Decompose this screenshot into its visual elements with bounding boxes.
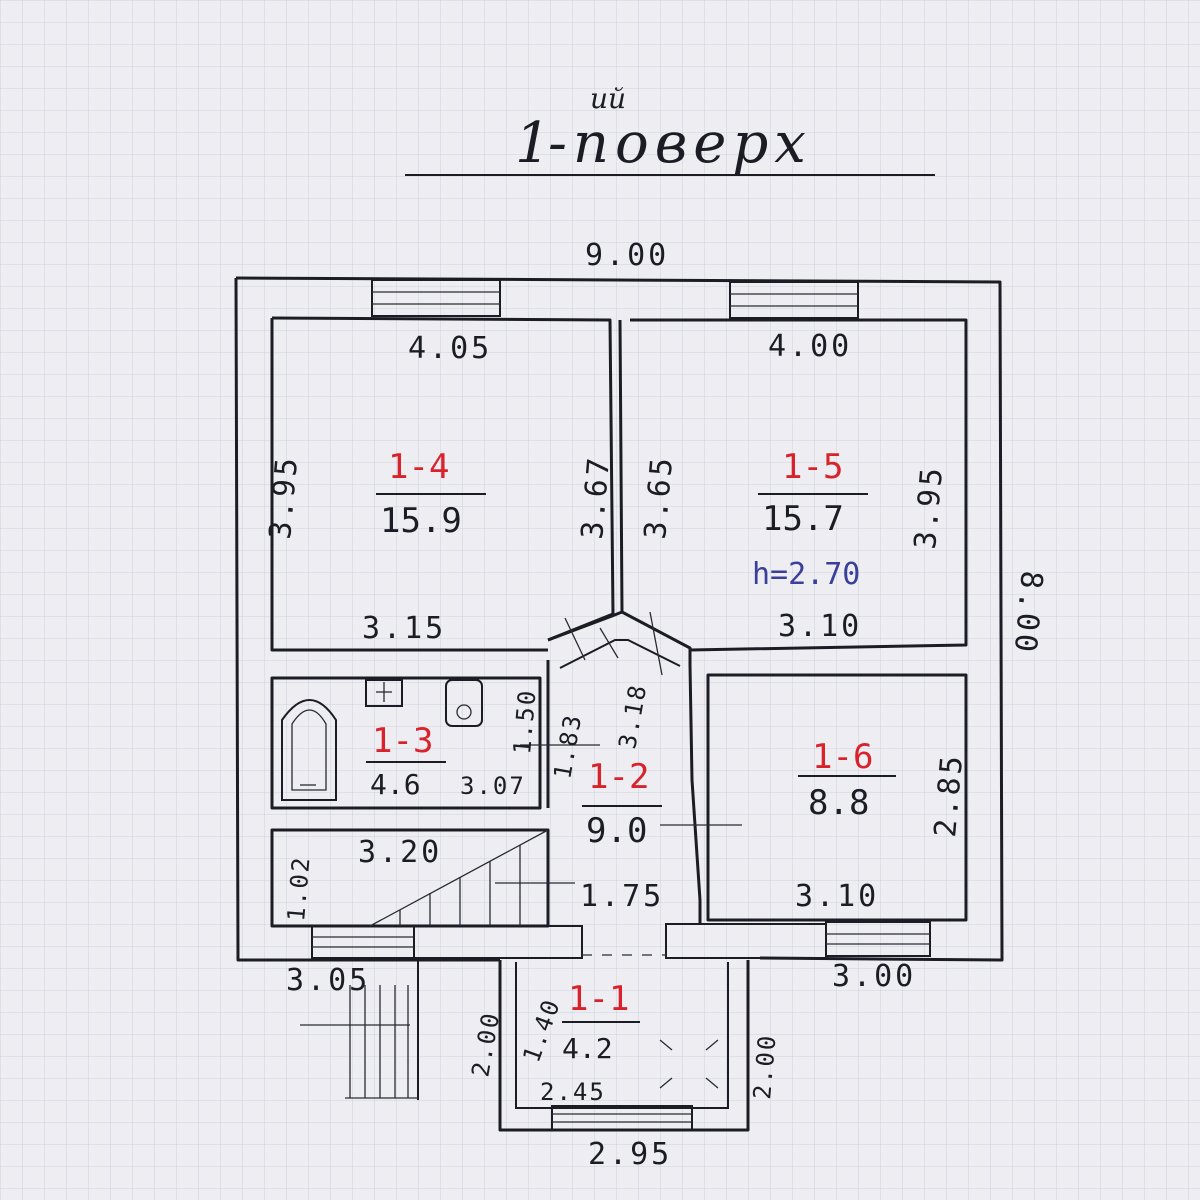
room-1-4-top-dim: 4.05 xyxy=(408,331,492,366)
room-1-3-bottom-dim: 3.07 xyxy=(460,772,526,800)
outer-walls xyxy=(234,276,1004,962)
interior-stair xyxy=(369,829,575,927)
room-1-2-code: 1-2 xyxy=(588,757,649,797)
window-top-right xyxy=(729,281,859,319)
vestibule xyxy=(498,960,750,1132)
room-1-6-right-dim: 2.85 xyxy=(928,752,970,839)
room-1-5-top-dim: 4.00 xyxy=(768,329,852,364)
room-1-5: 4.00 3.10 3.65 3.95 1-5 15.7 h=2.70 xyxy=(638,329,950,644)
room-1-1-area: 4.2 xyxy=(562,1032,613,1065)
room-1-4-right-dim: 3.67 xyxy=(575,454,617,541)
bathroom-fixtures xyxy=(281,679,483,801)
room-1-3-right-dim: 1.50 xyxy=(508,688,542,756)
room-1-2-diag-dim: 3.18 xyxy=(613,681,652,751)
room-1-5-area: 15.7 xyxy=(762,499,844,539)
room-1-5-code: 1-5 xyxy=(782,447,843,487)
room-1-1-code: 1-1 xyxy=(568,979,629,1019)
stair-room: 3.20 1.02 xyxy=(282,835,442,923)
room-1-6-code: 1-6 xyxy=(812,737,873,777)
room-1-4-area: 15.9 xyxy=(380,501,462,541)
vestibule-inner-wall xyxy=(515,962,729,1109)
room-1-4-code: 1-4 xyxy=(388,447,449,487)
room-1-6-walls xyxy=(706,673,968,922)
room-1-3-area: 4.6 xyxy=(370,768,421,801)
window-top-left xyxy=(371,279,501,317)
inner-wall-room-1-5 xyxy=(630,318,968,652)
room-1-1-right-dim: 2.00 xyxy=(748,1033,782,1101)
exterior-stairs xyxy=(300,960,419,1100)
wall-bottom-mid-left xyxy=(413,925,583,959)
partition-wall xyxy=(618,319,624,613)
wall-bottom-mid-right xyxy=(665,923,827,959)
room-1-1-inner-bottom-dim: 2.45 xyxy=(540,1078,606,1106)
stair-width-dim: 3.20 xyxy=(358,835,442,870)
room-1-4-left-dim: 3.95 xyxy=(263,454,305,541)
room-1-5-right-dim: 3.95 xyxy=(908,464,950,551)
bathroom-walls xyxy=(270,676,542,810)
toilet-icon xyxy=(445,679,483,727)
outer-width-label: 9.00 xyxy=(585,238,669,273)
room-1-1-inner-left-dim: 1.40 xyxy=(517,995,566,1066)
room-1-1: 1-1 4.2 2.00 2.00 1.40 2.45 2.95 xyxy=(466,979,781,1172)
room-1-2-area: 9.0 xyxy=(586,811,647,851)
page-title: -поверх xyxy=(548,111,812,176)
exterior-left-bottom-dim: 3.05 xyxy=(286,963,370,998)
corridor-right-wall xyxy=(688,664,702,925)
title-block: ий 1 -поверх xyxy=(405,82,935,176)
room-1-5-height-note: h=2.70 xyxy=(752,557,860,592)
corridor-angled-inner xyxy=(559,639,681,669)
room-1-2-side-dim: 1.83 xyxy=(548,711,587,781)
vestibule-arrows xyxy=(659,1039,719,1089)
room-1-2-width-dim: 1.75 xyxy=(580,879,664,914)
stair-height-dim: 1.02 xyxy=(282,855,316,923)
inner-wall-room-1-4-left xyxy=(270,318,548,652)
outer-wall-line-left xyxy=(234,277,500,962)
room-1-1-bottom-dim: 2.95 xyxy=(588,1137,672,1172)
room-1-2: 3.18 1.83 1-2 9.0 1.75 xyxy=(548,681,664,914)
outer-wall-line xyxy=(235,276,1004,962)
room-1-4-bottom-dim: 3.15 xyxy=(362,611,446,646)
exterior-right-bottom-dim: 3.00 xyxy=(832,959,916,994)
corridor-angled-wall xyxy=(547,610,692,665)
sink-icon xyxy=(365,679,403,707)
window-vestibule xyxy=(551,1105,693,1131)
bathtub-icon xyxy=(281,699,337,801)
window-bottom-left xyxy=(311,925,415,959)
room-1-6: 1-6 8.8 3.10 2.85 xyxy=(795,737,970,914)
room-1-3: 1-3 4.6 3.07 1.50 xyxy=(366,688,542,801)
room-1-6-area: 8.8 xyxy=(808,783,869,823)
room-1-5-left-dim: 3.65 xyxy=(638,454,680,541)
window-bottom-right xyxy=(825,921,931,957)
room-1-6-bottom-dim: 3.10 xyxy=(795,879,879,914)
title-number: 1 xyxy=(515,111,557,176)
title-superscript: ий xyxy=(590,82,626,115)
room-1-3-code: 1-3 xyxy=(372,721,433,761)
room-1-5-bottom-dim: 3.10 xyxy=(778,609,862,644)
outer-depth-label: 8.00 xyxy=(1007,569,1049,656)
room-1-4: 4.05 3.15 3.95 3.67 1-4 15.9 xyxy=(263,331,617,646)
